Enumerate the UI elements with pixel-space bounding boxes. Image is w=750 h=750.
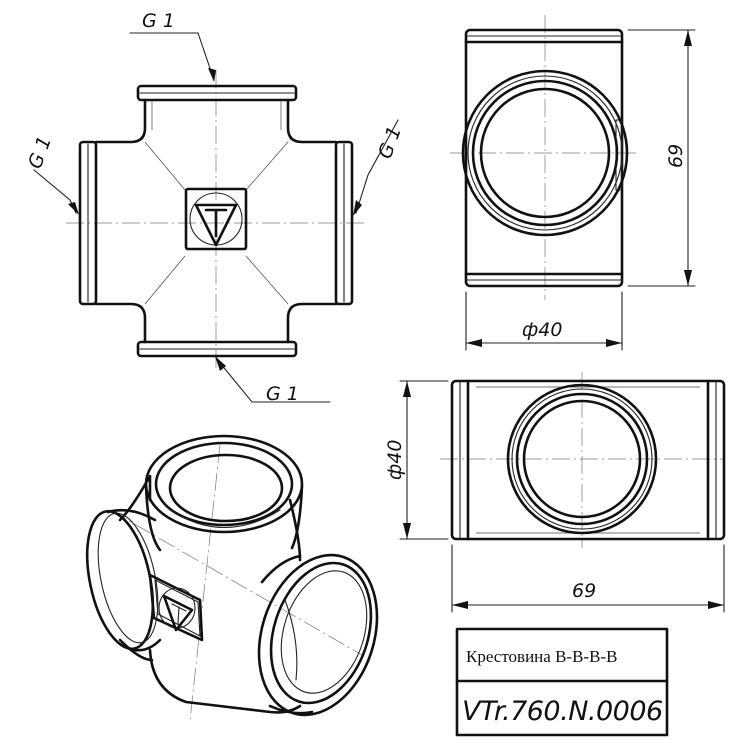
top-view — [399, 372, 726, 613]
valtec-logo-icon — [184, 187, 248, 251]
part-code: VTr.760.N.0006 — [462, 696, 663, 727]
top-diameter-label: ф40 — [384, 440, 406, 480]
thread-label-left: G 1 — [24, 133, 56, 171]
part-name: Крестовина В-В-В-В — [466, 647, 617, 666]
thread-label-right: G 1 — [374, 123, 406, 161]
side-diameter-label: ф40 — [522, 319, 562, 341]
top-length-label: 69 — [572, 580, 596, 602]
isometric-view — [85, 434, 379, 721]
side-view — [450, 15, 696, 351]
side-height-label: 69 — [665, 144, 687, 168]
thread-label-top: G 1 — [142, 10, 175, 32]
valtec-logo-iso-icon — [148, 573, 204, 642]
thread-label-bottom: G 1 — [266, 383, 299, 405]
front-view — [33, 32, 399, 403]
title-block — [455, 627, 669, 737]
